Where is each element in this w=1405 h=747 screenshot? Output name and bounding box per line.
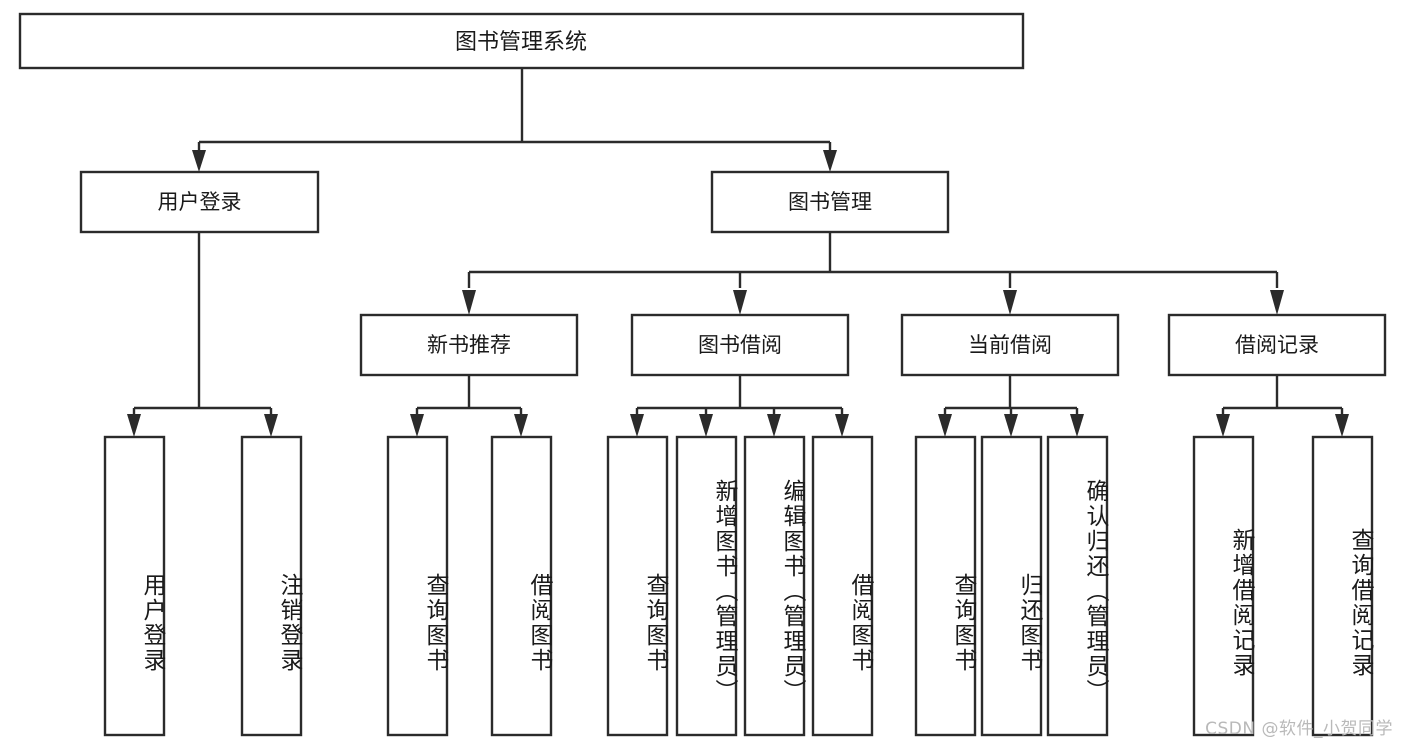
- edges-borrow-records-to-leaves: [1216, 375, 1349, 437]
- edges-root-to-level2: [192, 68, 837, 172]
- node-book-management-box[interactable]: [710, 170, 950, 234]
- leaf-box-bb-query-book[interactable]: [606, 435, 669, 737]
- node-current-borrow[interactable]: 当前借阅: [900, 313, 1120, 377]
- node-new-book-recommend-box[interactable]: [359, 313, 579, 377]
- leaf-box-br-query-record[interactable]: [1311, 435, 1374, 737]
- leaf-boxes-borrow-records: [1192, 435, 1374, 737]
- arrow-head-nb-borrow: [514, 414, 528, 437]
- arrow-head-bb-query: [630, 414, 644, 437]
- node-user-login-box[interactable]: [79, 170, 320, 234]
- arrow-head-bb-add: [699, 414, 713, 437]
- node-book-borrow-box[interactable]: [630, 313, 850, 377]
- leaf-boxes-user-login: [103, 435, 303, 737]
- arrow-head-bb-borrow: [835, 414, 849, 437]
- edges-book-borrow-to-leaves: [630, 375, 849, 437]
- arrow-head-br-add: [1216, 414, 1230, 437]
- node-borrow-records-box[interactable]: [1167, 313, 1387, 377]
- node-root-label: 图书管理系统: [455, 30, 587, 55]
- arrow-head-borrow-records: [1270, 290, 1284, 315]
- arrow-head-br-query: [1335, 414, 1349, 437]
- node-user-login-label: 用户登录: [158, 190, 242, 214]
- arrow-head-leaf-logout: [264, 414, 278, 437]
- leaf-box-cb-return-book[interactable]: [980, 435, 1043, 737]
- node-book-borrow-label: 图书借阅: [698, 333, 782, 357]
- node-borrow-records-label: 借阅记录: [1235, 333, 1319, 357]
- node-current-borrow-label: 当前借阅: [968, 333, 1052, 357]
- leaf-box-bb-edit-book[interactable]: [743, 435, 806, 737]
- leaf-box-logout[interactable]: [240, 435, 303, 737]
- arrow-head-book-mgmt: [823, 150, 837, 172]
- node-current-borrow-box[interactable]: [900, 313, 1120, 377]
- edges-user-login-to-leaves: [127, 232, 278, 437]
- leaf-box-br-add-record[interactable]: [1192, 435, 1255, 737]
- leaf-box-bb-borrow-book[interactable]: [811, 435, 874, 737]
- edges-book-mgmt-to-level3: [462, 232, 1284, 315]
- arrow-head-leaf-user-login: [127, 414, 141, 437]
- node-book-management-label: 图书管理: [788, 190, 872, 214]
- leaf-boxes-new-book-recommend: [386, 435, 553, 737]
- leaf-box-cb-confirm-return[interactable]: [1046, 435, 1109, 737]
- arrow-head-cb-return: [1004, 414, 1018, 437]
- leaf-box-bb-add-book[interactable]: [675, 435, 738, 737]
- node-root-box[interactable]: [18, 12, 1025, 70]
- leaf-box-nb-query-book[interactable]: [386, 435, 449, 737]
- node-book-management[interactable]: 图书管理: [710, 170, 950, 234]
- edges-current-borrow-to-leaves: [938, 375, 1084, 437]
- arrow-head-cb-confirm: [1070, 414, 1084, 437]
- node-borrow-records[interactable]: 借阅记录: [1167, 313, 1387, 377]
- node-new-book-recommend[interactable]: 新书推荐: [359, 313, 579, 377]
- arrow-head-nb-query: [410, 414, 424, 437]
- node-root-system[interactable]: 图书管理系统: [18, 12, 1025, 70]
- arrow-head-cb-query: [938, 414, 952, 437]
- arrow-head-bb-edit: [767, 414, 781, 437]
- node-user-login[interactable]: 用户登录: [79, 170, 320, 234]
- leaf-box-user-login[interactable]: [103, 435, 166, 737]
- leaf-box-nb-borrow-book[interactable]: [490, 435, 553, 737]
- arrow-head-user-login: [192, 150, 206, 172]
- arrow-head-new-book: [462, 290, 476, 315]
- leaf-boxes-book-borrow: [606, 435, 874, 737]
- node-book-borrow[interactable]: 图书借阅: [630, 313, 850, 377]
- leaf-boxes-current-borrow: [914, 435, 1109, 737]
- edges-new-book-to-leaves: [410, 375, 528, 437]
- arrow-head-book-borrow: [733, 290, 747, 315]
- node-new-book-recommend-label: 新书推荐: [427, 333, 511, 357]
- leaf-box-cb-query-book[interactable]: [914, 435, 977, 737]
- arrow-head-current-borrow: [1003, 290, 1017, 315]
